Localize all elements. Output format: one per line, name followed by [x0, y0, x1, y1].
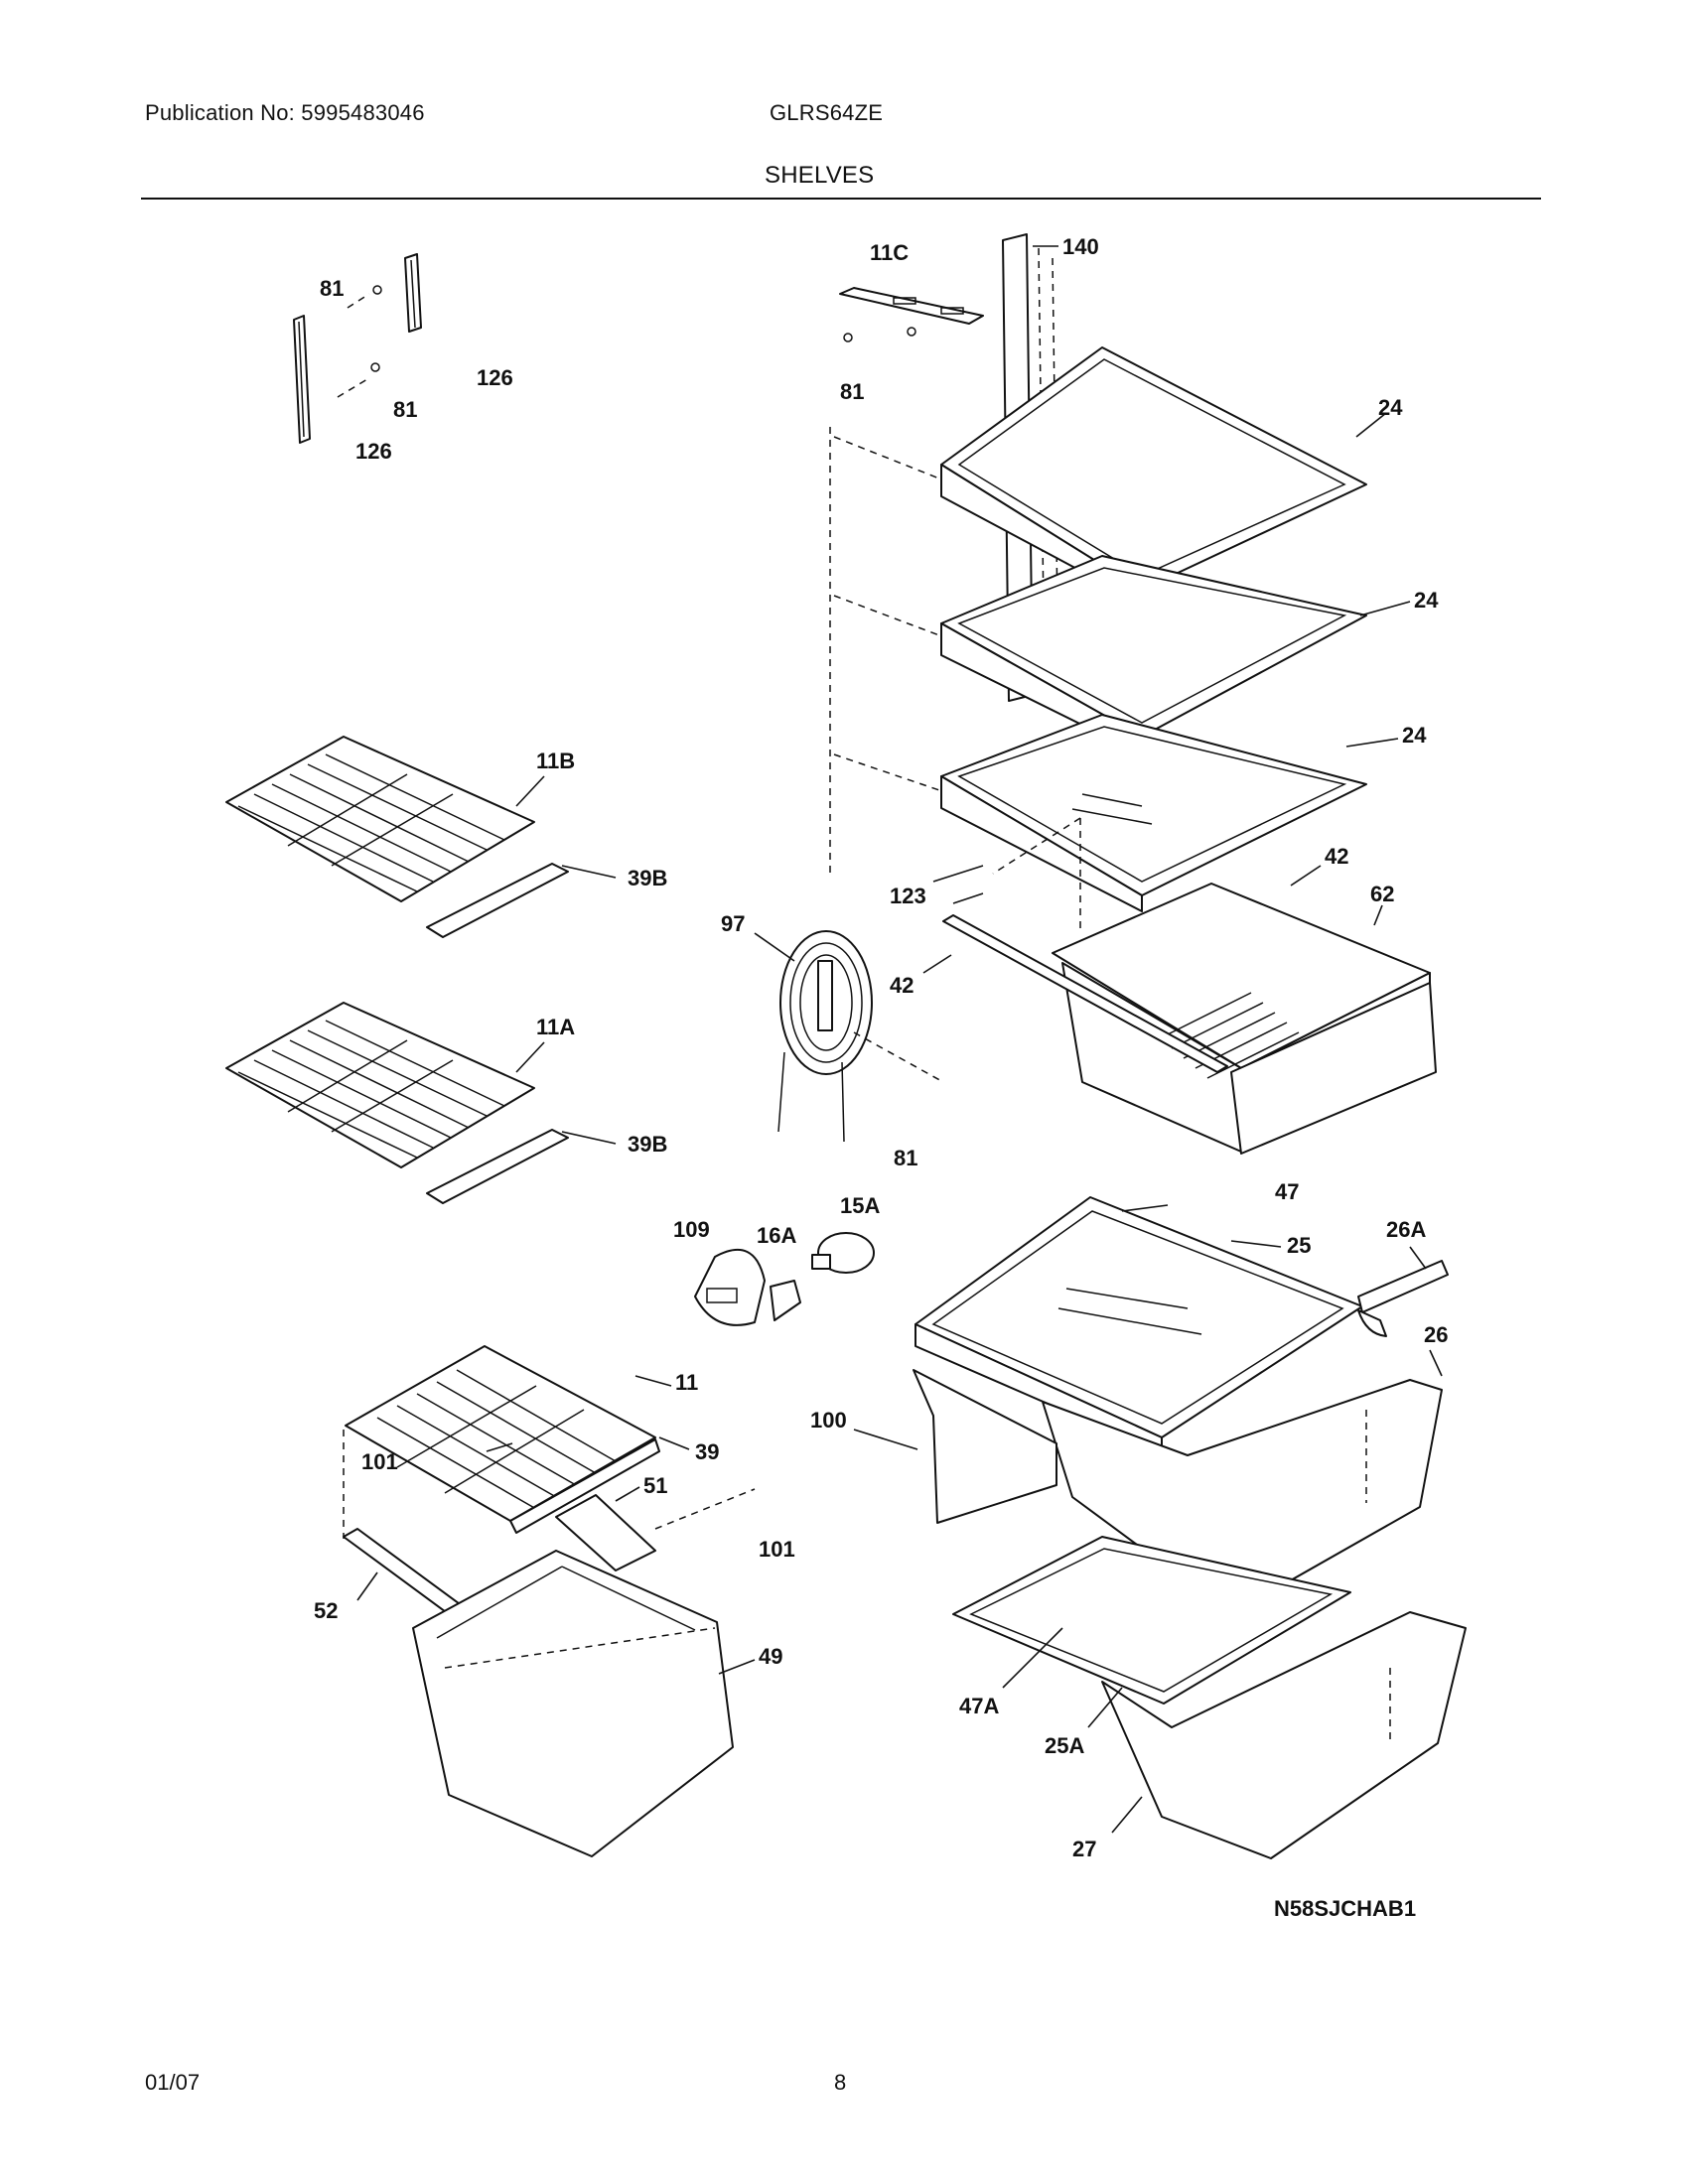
- crisper-drawer-27: [1101, 1611, 1467, 1859]
- glass-shelf-24-middle: [940, 555, 1367, 755]
- callout-24-top: 24: [1378, 395, 1403, 420]
- callout-51: 51: [643, 1473, 667, 1498]
- callout-27: 27: [1072, 1837, 1096, 1861]
- callout-140: 140: [1062, 234, 1099, 259]
- callout-25: 25: [1287, 1233, 1311, 1258]
- callout-42-lower: 42: [890, 973, 914, 998]
- leader-lines: [356, 245, 1443, 1834]
- callout-16A: 16A: [757, 1223, 796, 1248]
- trim-39B-lower: [426, 1129, 569, 1204]
- callout-62: 62: [1370, 882, 1394, 906]
- callout-11: 11: [675, 1370, 698, 1395]
- section-title: SHELVES: [765, 162, 875, 189]
- callout-26A: 26A: [1386, 1217, 1426, 1242]
- light-socket-16A: [770, 1280, 801, 1321]
- wire-shelf-11: [345, 1345, 656, 1522]
- callout-11C: 11C: [870, 240, 909, 265]
- bin-49: [412, 1550, 734, 1857]
- callout-100: 100: [810, 1408, 847, 1433]
- callout-47A: 47A: [959, 1694, 999, 1718]
- callout-42-upper: 42: [1325, 844, 1348, 869]
- callout-25A: 25A: [1045, 1733, 1084, 1758]
- callout-126-lower: 126: [355, 439, 392, 464]
- callout-26: 26: [1424, 1322, 1448, 1347]
- callout-39B-upper: 39B: [628, 866, 667, 890]
- callout-81-heater: 81: [894, 1146, 917, 1170]
- callout-39B-lower: 39B: [628, 1132, 667, 1157]
- publication-number: Publication No: 5995483046: [145, 100, 425, 125]
- callout-11B: 11B: [536, 749, 575, 773]
- page-number: 8: [834, 2070, 847, 2095]
- callout-81-top: 81: [320, 276, 344, 301]
- callout-11A: 11A: [536, 1015, 575, 1039]
- wire-shelf-11B: [225, 736, 535, 902]
- support-51: [555, 1494, 656, 1571]
- callout-52: 52: [314, 1598, 338, 1623]
- callout-81-bracket: 81: [393, 397, 417, 422]
- callout-47: 47: [1275, 1179, 1299, 1204]
- bracket-11C: [839, 287, 984, 342]
- callout-109: 109: [673, 1217, 710, 1242]
- callout-24-middle: 24: [1414, 588, 1439, 613]
- callout-49: 49: [759, 1644, 782, 1669]
- wire-shelf-11A: [225, 1002, 535, 1168]
- trim-39: [509, 1438, 660, 1534]
- callout-101-right: 101: [759, 1537, 795, 1562]
- header-rule: [141, 198, 1541, 200]
- callout-24-bottom: 24: [1402, 723, 1427, 748]
- callout-126-upper: 126: [477, 365, 513, 390]
- callout-123: 123: [890, 884, 926, 908]
- diagram-code: N58SJCHAB1: [1274, 1896, 1417, 1921]
- callout-15A: 15A: [840, 1193, 880, 1218]
- model-number: GLRS64ZE: [770, 100, 884, 125]
- damper-26A: [1357, 1260, 1449, 1337]
- callout-39: 39: [695, 1439, 719, 1464]
- callout-101-left: 101: [361, 1449, 398, 1474]
- heater-coil-97: [777, 930, 944, 1143]
- callout-97: 97: [721, 911, 745, 936]
- trim-39B-upper: [426, 863, 569, 938]
- divider-100: [913, 1369, 1057, 1524]
- callout-labels: 140 11C 81 81 81 126 126 24 24 24 11B 39…: [314, 234, 1448, 1861]
- cover-glass-47A: [952, 1536, 1351, 1705]
- crisper-drawer-62: [1052, 883, 1437, 1155]
- light-bulb-15A: [811, 1232, 875, 1274]
- footer-date: 01/07: [145, 2070, 201, 2095]
- callout-81-11C: 81: [840, 379, 864, 404]
- light-housing-109: [694, 1248, 766, 1326]
- drawer-rail-42: [942, 914, 1228, 1073]
- bracket-126-pair: [293, 253, 422, 444]
- pantry-drawer-26: [1042, 1379, 1443, 1615]
- glass-shelf-24-bottom: [940, 714, 1367, 912]
